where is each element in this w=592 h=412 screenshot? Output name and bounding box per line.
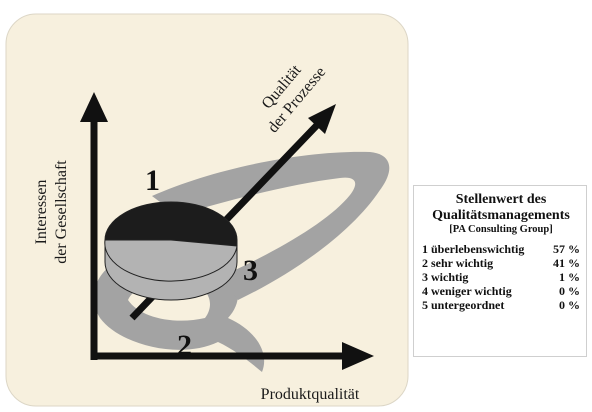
legend-row-label: 4 weniger wichtig [422, 284, 512, 298]
legend-row-value: 0 % [559, 284, 580, 298]
marker-3: 3 [243, 254, 258, 287]
marker-1: 1 [145, 164, 160, 197]
legend-row-label: 1 überlebenswichtig [422, 242, 524, 256]
legend-title-line2: Qualitätsmanagements [422, 208, 580, 224]
legend-row-value: 0 % [559, 298, 580, 312]
vertical-axis-label-line2: der Gesellschaft [53, 160, 70, 264]
legend-row-value: 1 % [559, 270, 580, 284]
marker-2: 2 [177, 329, 192, 362]
legend-row-label: 3 wichtig [422, 270, 468, 284]
legend-row-value: 57 % [553, 242, 580, 256]
legend-row: 5 untergeordnet 0 % [422, 298, 580, 312]
legend-source: [PA Consulting Group] [422, 224, 580, 236]
vertical-axis-label-line1: Interessen [33, 180, 50, 245]
legend-title-line1: Stellenwert des [422, 192, 580, 208]
horizontal-axis-label: Produktqualität [261, 386, 360, 403]
legend-row-value: 41 % [553, 256, 580, 270]
pie-disc [105, 202, 237, 300]
legend-row: 4 weniger wichtig 0 % [422, 284, 580, 298]
legend-box: Stellenwert des Qualitätsmanagements [PA… [413, 185, 587, 357]
legend-row: 3 wichtig 1 % [422, 270, 580, 284]
legend-row-label: 2 sehr wichtig [422, 256, 493, 270]
legend-row: 1 überlebenswichtig 57 % [422, 242, 580, 256]
legend-row-label: 5 untergeordnet [422, 298, 504, 312]
legend-row: 2 sehr wichtig 41 % [422, 256, 580, 270]
